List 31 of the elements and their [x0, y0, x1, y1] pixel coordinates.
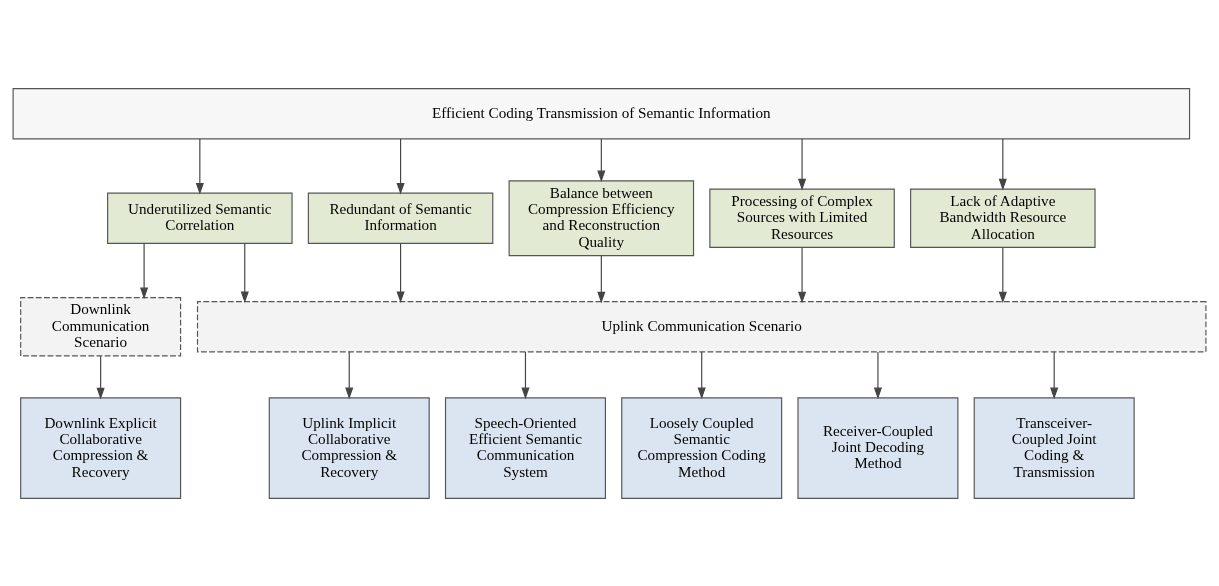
arrow	[597, 137, 606, 182]
arrow	[697, 350, 706, 399]
node-box: Loosely Coupled Semantic Compression Coding Method	[621, 396, 783, 499]
node-box: Processing of Complex Sources with Limited Resources	[709, 187, 895, 248]
arrow	[998, 137, 1007, 190]
arrow	[140, 242, 149, 299]
node-box: Lack of Adaptive Bandwidth Resource Allocation	[910, 187, 1096, 248]
arrow	[798, 137, 807, 190]
node-box: Uplink Communication Scenario	[196, 300, 1207, 352]
arrow	[998, 246, 1007, 303]
arrow	[521, 350, 530, 399]
node-box: Uplink Implicit Collaborative Compression & Recovery	[268, 396, 430, 499]
arrow	[195, 137, 204, 195]
node-box: Underutilized Semantic Correlation	[107, 192, 293, 244]
arrow	[240, 242, 249, 303]
arrow	[873, 350, 883, 399]
arrow	[345, 350, 354, 399]
node-box: Balance between Compression Efficiency and Reconstruction Quality	[508, 179, 695, 256]
arrow	[396, 137, 405, 195]
arrow	[1050, 350, 1059, 399]
node-box: Downlink Communication Scenario	[20, 296, 182, 357]
node-box: Downlink Explicit Collaborative Compression & Recovery	[20, 396, 182, 499]
node-box: Redundant of Semantic Information	[307, 192, 494, 244]
node-box: Speech-Oriented Efficient Semantic Communication System	[444, 396, 606, 499]
node-box: Transceiver-Coupled Joint Coding & Transmission	[973, 396, 1135, 499]
arrow	[597, 254, 606, 303]
arrow	[798, 246, 807, 303]
node-box: Receiver-Coupled Joint Decoding Method	[797, 396, 959, 499]
arrow	[96, 355, 105, 399]
arrow	[396, 242, 405, 303]
node-box: Efficient Coding Transmission of Semantic Information	[12, 87, 1191, 139]
